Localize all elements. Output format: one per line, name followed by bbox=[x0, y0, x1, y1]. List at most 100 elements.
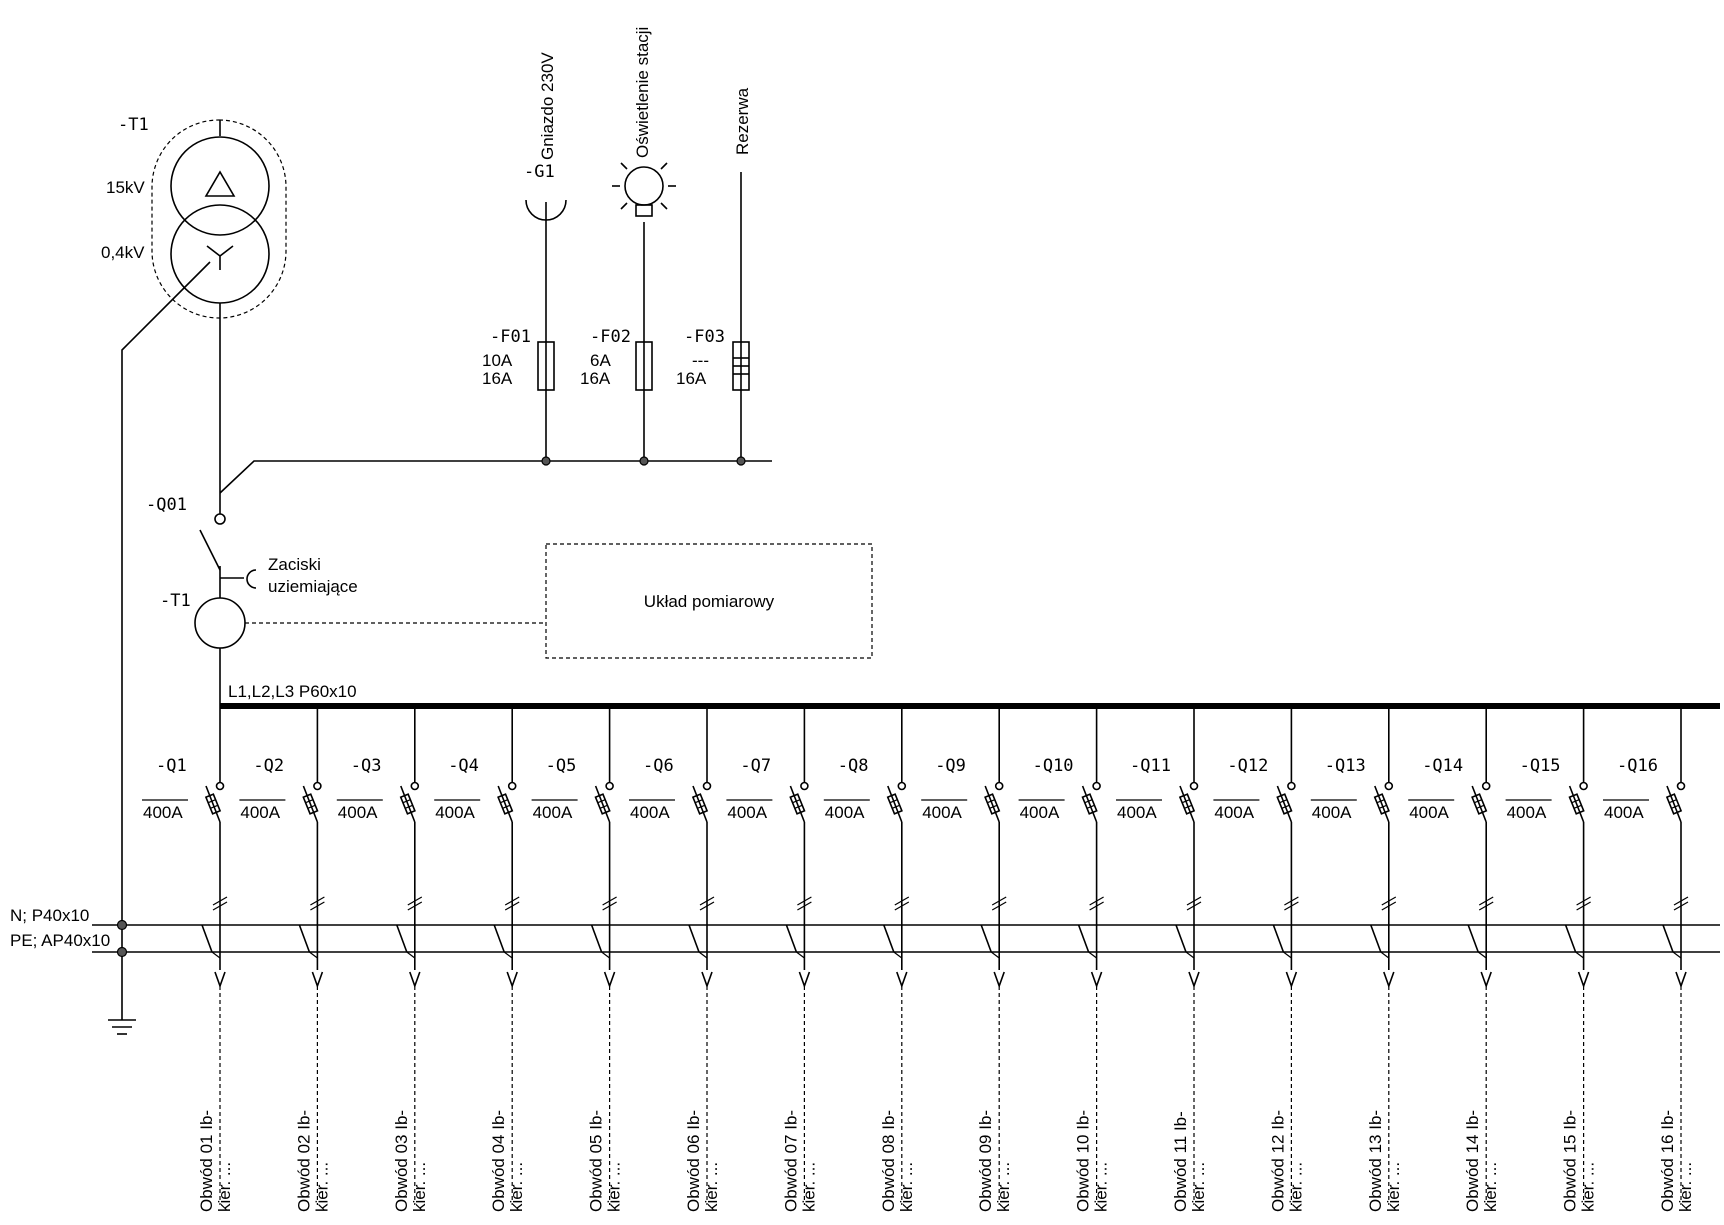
feeder-rating: 400A bbox=[1117, 803, 1157, 822]
breaker-blade bbox=[302, 785, 319, 823]
earthing-terminals: Zaciski uziemiające bbox=[220, 555, 358, 596]
feeder-rating: 400A bbox=[435, 803, 475, 822]
breaker-contact-icon bbox=[1384, 781, 1394, 791]
feeder-circuit-label: Obwód 07 Ib- bbox=[781, 1110, 800, 1212]
breaker-contact-icon bbox=[313, 781, 322, 791]
breaker-fuse-icon bbox=[594, 793, 611, 815]
socket-icon bbox=[525, 199, 567, 221]
junction-dot bbox=[639, 456, 649, 466]
cable-arrow-icon bbox=[1480, 971, 1492, 989]
cable-arrow-icon bbox=[1188, 971, 1200, 989]
feeder-circuit-label: Obwód 06 Ib- bbox=[684, 1110, 703, 1212]
aux-2-fuse-designation: -F02 bbox=[590, 327, 631, 347]
aux-3-load-label: Rezerwa bbox=[733, 87, 752, 155]
breaker-fuse-icon bbox=[984, 793, 1001, 815]
feeder-rating: 400A bbox=[1409, 803, 1449, 822]
main-switch-designation: -Q01 bbox=[146, 495, 187, 515]
cable-arrow-icon bbox=[1577, 971, 1590, 989]
breaker-fuse-icon bbox=[789, 793, 806, 815]
breaker-fuse-icon bbox=[1081, 793, 1098, 815]
feeder-designation: -Q11 bbox=[1130, 756, 1171, 776]
aux-2-load-label: Oświetlenie stacji bbox=[633, 27, 652, 158]
power-transformer: -T1 15kV 0,4kV bbox=[101, 115, 287, 319]
transformer-hv-voltage: 15kV bbox=[106, 178, 145, 197]
aux-circuit-1: Gniazdo 230V -G1 -F01 10A 16A bbox=[482, 52, 567, 466]
cable-arrow-icon bbox=[409, 971, 421, 989]
feeder-circuit-label: Obwód 11 Ib- bbox=[1171, 1111, 1190, 1212]
breaker-blade bbox=[1374, 785, 1390, 823]
aux-1-load-designation: -G1 bbox=[524, 162, 555, 182]
transformer-lv-voltage: 0,4kV bbox=[101, 243, 145, 262]
neutral-tap bbox=[1370, 924, 1382, 953]
junction-dot bbox=[541, 456, 551, 466]
feeder-designation: -Q15 bbox=[1520, 756, 1561, 776]
breaker-contact-icon bbox=[410, 781, 420, 791]
feeder-circuit-direction: kier. ... bbox=[1481, 1162, 1500, 1212]
feeder-circuit-direction: kier. ... bbox=[1676, 1162, 1695, 1212]
breaker-blade bbox=[984, 785, 1000, 823]
feeder-rating: 400A bbox=[1312, 803, 1352, 822]
feeder-circuit-label: Obwód 10 Ib- bbox=[1074, 1110, 1093, 1212]
cable-arrow-icon bbox=[311, 971, 324, 989]
feeder-circuit-direction: kier. ... bbox=[215, 1162, 234, 1212]
feeder-circuit-label: Obwód 14 Ib- bbox=[1463, 1110, 1482, 1212]
aux-1-fuse-designation: -F01 bbox=[490, 327, 531, 347]
feeder-circuit-direction: kier. ... bbox=[410, 1162, 429, 1212]
cable-arrow-icon bbox=[1090, 971, 1103, 989]
breaker-fuse-icon bbox=[1471, 793, 1488, 815]
feeder-designation: -Q2 bbox=[253, 756, 284, 776]
neutral-tap bbox=[1662, 924, 1674, 953]
breaker-blade bbox=[594, 785, 611, 823]
aux-circuit-2: Oświetlenie stacji -F02 6A 16A bbox=[580, 27, 676, 466]
feeder-designation: -Q10 bbox=[1033, 756, 1074, 776]
breaker-contact-icon bbox=[1579, 781, 1588, 791]
feeder-circuit-label: Obwód 08 Ib- bbox=[879, 1110, 898, 1212]
feeder-11: -Q11 400A Obwód 11 Ib-kier. ... bbox=[1116, 706, 1208, 1212]
aux-distribution-line bbox=[219, 460, 772, 494]
breaker-blade bbox=[1276, 785, 1293, 823]
earth-terminal-icon bbox=[246, 569, 257, 589]
feeder-circuit-label: Obwód 01 Ib- bbox=[197, 1110, 216, 1212]
feeder-rating: 400A bbox=[1507, 803, 1547, 822]
feeder-designation: -Q4 bbox=[448, 756, 479, 776]
neutral-junction-dot bbox=[116, 919, 128, 931]
phase-busbar-label: L1,L2,L3 P60x10 bbox=[228, 682, 357, 701]
aux-circuit-3: Rezerwa -F03 --- 16A bbox=[676, 87, 752, 466]
feeder-circuit-direction: kier. ... bbox=[1286, 1162, 1305, 1212]
feeder-rating: 400A bbox=[1604, 803, 1644, 822]
feeder-designation: -Q8 bbox=[838, 756, 869, 776]
feeder-circuit-label: Obwód 09 Ib- bbox=[976, 1110, 995, 1212]
current-transformer-designation: -T1 bbox=[160, 591, 191, 611]
feeder-rating: 400A bbox=[922, 803, 962, 822]
aux-3-fuse-designation: -F03 bbox=[684, 327, 725, 347]
feeder-circuit-label: Obwód 03 Ib- bbox=[392, 1110, 411, 1212]
pe-junction-dot bbox=[116, 946, 128, 958]
feeder-designation: -Q3 bbox=[351, 756, 382, 776]
transformer-hv-winding bbox=[170, 136, 270, 236]
cable-arrow-icon bbox=[701, 971, 713, 989]
feeder-circuit-label: Obwód 04 Ib- bbox=[489, 1110, 508, 1212]
feeder-circuit-direction: kier. ... bbox=[1189, 1162, 1208, 1212]
breaker-fuse-icon bbox=[886, 793, 903, 815]
feeder-designation: -Q6 bbox=[643, 756, 674, 776]
switch-contact-icon bbox=[214, 513, 226, 525]
feeder-circuit-label: Obwód 05 Ib- bbox=[587, 1110, 606, 1212]
fuse-f01-icon bbox=[537, 341, 555, 391]
feeder-rating: 400A bbox=[825, 803, 865, 822]
feeder-rating: 400A bbox=[1020, 803, 1060, 822]
metering-unit: Układ pomiarowy bbox=[545, 543, 873, 659]
current-transformer-icon bbox=[194, 597, 246, 649]
neutral-tap bbox=[1564, 924, 1577, 953]
cable-arrow-icon bbox=[896, 971, 908, 989]
breaker-blade bbox=[497, 785, 513, 823]
neutral-tap bbox=[980, 924, 992, 953]
